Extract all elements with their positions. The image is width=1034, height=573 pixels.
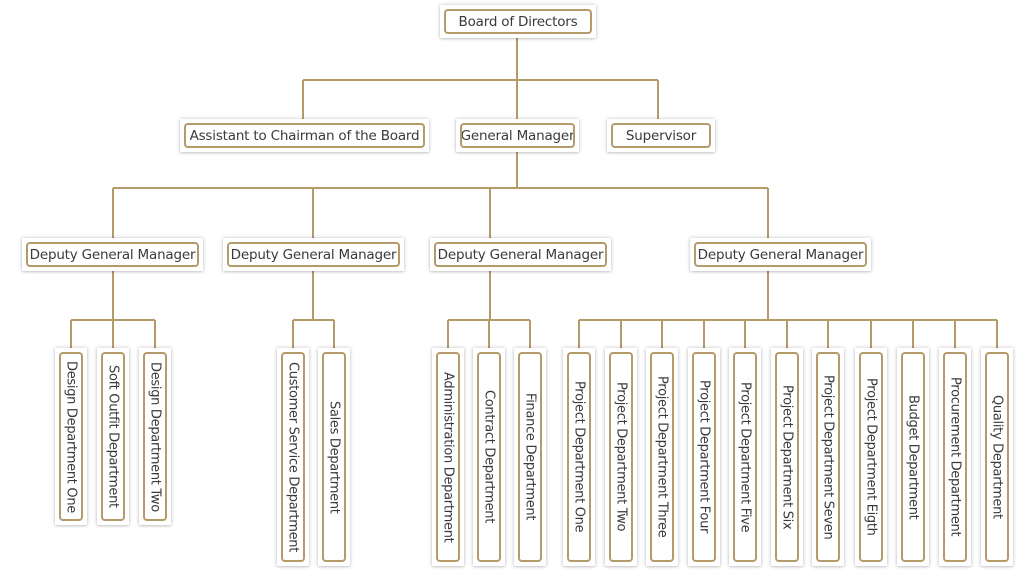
node-label: Quality Department: [989, 395, 1005, 519]
node-general-manager: General Manager: [456, 119, 579, 152]
node-project-department-one: Project Department One: [563, 348, 595, 566]
node-deputy-general-manager-2: Deputy General Manager: [223, 238, 404, 271]
node-label: Procurement Department: [947, 377, 963, 537]
node-finance-department: Finance Department: [514, 348, 546, 566]
node-deputy-general-manager-1: Deputy General Manager: [22, 238, 203, 271]
node-label: Project Department One: [571, 381, 587, 533]
node-board-of-directors: Board of Directors: [440, 5, 596, 38]
node-label: Finance Department: [522, 393, 538, 521]
node-label: Project Department Two: [613, 382, 629, 532]
node-project-department-six: Project Department Six: [771, 348, 803, 566]
node-label: Budget Department: [905, 394, 921, 520]
node-label: Soft Outfit Department: [105, 365, 121, 508]
node-supervisor: Supervisor: [607, 119, 715, 152]
node-customer-service-department: Customer Service Department: [277, 348, 309, 566]
node-label: General Manager: [460, 127, 575, 144]
node-project-department-two: Project Department Two: [605, 348, 637, 566]
node-label: Board of Directors: [458, 13, 578, 30]
node-label: Deputy General Manager: [29, 246, 196, 263]
node-label: Design Department Two: [147, 361, 163, 512]
node-label: Contract Department: [481, 390, 497, 524]
node-label: Customer Service Department: [285, 361, 301, 553]
node-project-department-five: Project Department Five: [729, 348, 761, 566]
node-assistant-to-chairman: Assistant to Chairman of the Board: [180, 119, 429, 152]
node-design-department-one: Design Department One: [55, 348, 87, 525]
node-label: Supervisor: [625, 127, 697, 144]
node-soft-outfit-department: Soft Outfit Department: [97, 348, 129, 525]
node-sales-department: Sales Department: [318, 348, 350, 566]
node-procurement-department: Procurement Department: [939, 348, 971, 566]
node-label: Project Department Eigth: [863, 378, 879, 536]
node-quality-department: Quality Department: [981, 348, 1013, 566]
node-label: Assistant to Chairman of the Board: [189, 127, 420, 144]
node-deputy-general-manager-4: Deputy General Manager: [690, 238, 871, 271]
node-label: Project Department Five: [737, 381, 753, 533]
node-label: Deputy General Manager: [437, 246, 604, 263]
node-project-department-three: Project Department Three: [646, 348, 678, 566]
node-project-department-eigth: Project Department Eigth: [855, 348, 887, 566]
node-label: Sales Department: [326, 400, 342, 514]
node-contract-department: Contract Department: [473, 348, 505, 566]
node-label: Administration Department: [440, 371, 456, 543]
node-label: Project Department Three: [654, 376, 670, 538]
node-deputy-general-manager-3: Deputy General Manager: [430, 238, 611, 271]
node-label: Project Department Six: [779, 384, 795, 530]
node-label: Project Department Four: [696, 380, 712, 534]
node-project-department-seven: Project Department Seven: [812, 348, 844, 566]
node-label: Deputy General Manager: [230, 246, 397, 263]
node-design-department-two: Design Department Two: [139, 348, 171, 525]
node-project-department-four: Project Department Four: [688, 348, 720, 566]
node-budget-department: Budget Department: [897, 348, 929, 566]
node-label: Deputy General Manager: [697, 246, 864, 263]
node-label: Design Department One: [63, 360, 79, 513]
node-administration-department: Administration Department: [432, 348, 464, 566]
node-label: Project Department Seven: [820, 374, 836, 540]
